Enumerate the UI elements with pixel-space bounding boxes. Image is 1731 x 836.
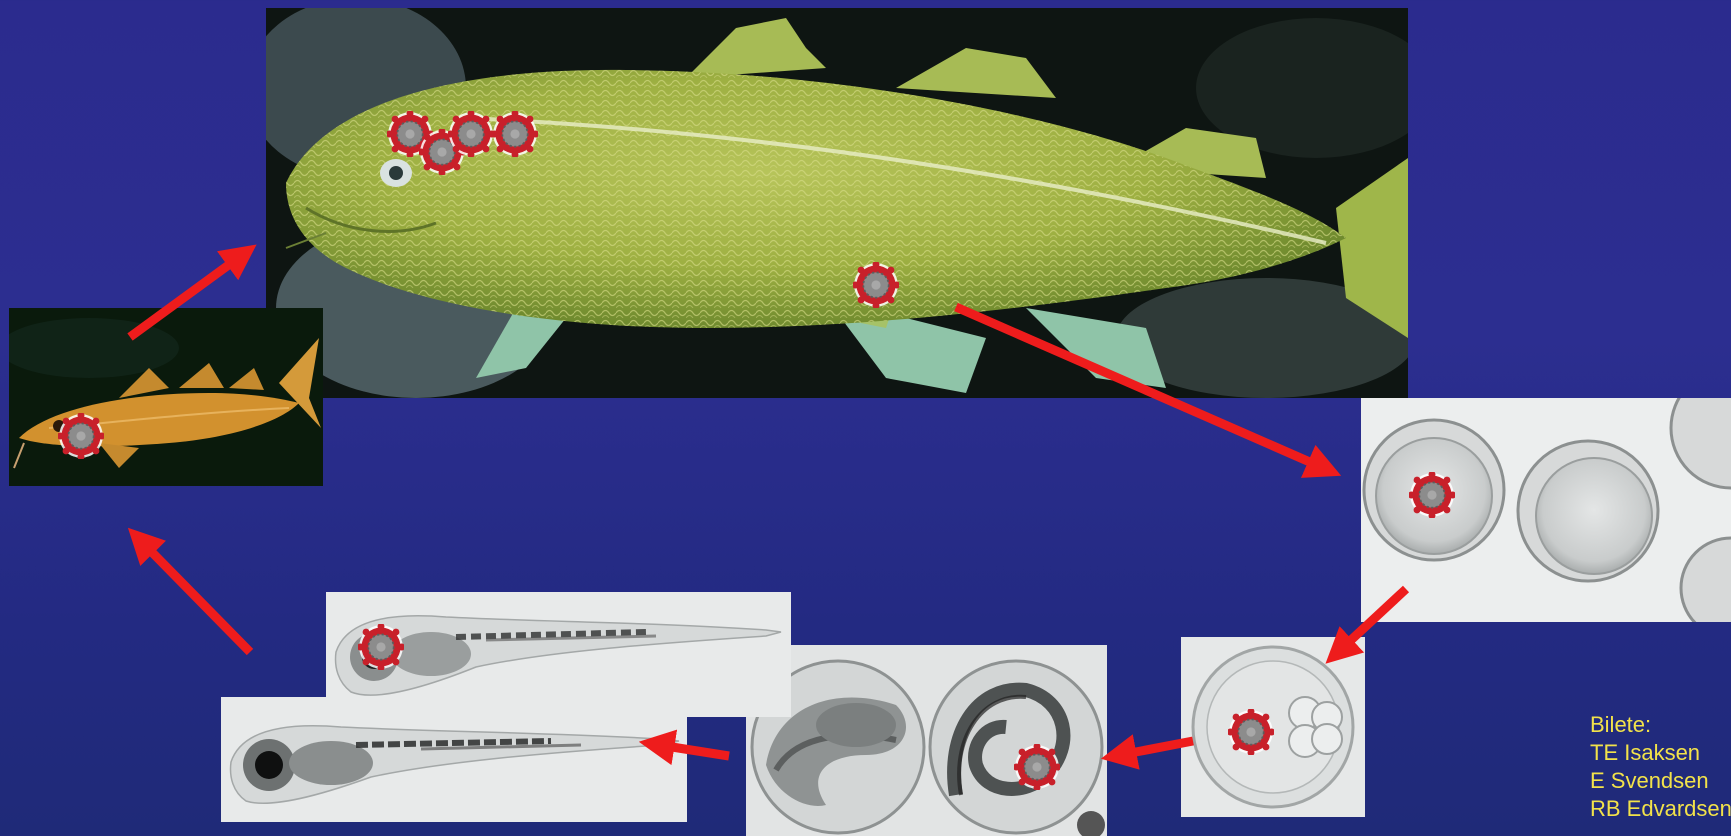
larva-lower-photo: [221, 697, 687, 822]
credit-line: TE Isaksen: [1590, 739, 1731, 767]
adult-cod-photo: [266, 8, 1408, 398]
juvenile-cod-photo: [9, 308, 323, 486]
credit-line: E Svendsen: [1590, 767, 1731, 795]
credits-heading: Bilete:: [1590, 711, 1731, 739]
fertilized-eggs-photo: [1361, 398, 1731, 622]
photo-credits: Bilete: TE Isaksen E Svendsen RB Edvards…: [1590, 711, 1731, 823]
arrow-larva-to-juvenile: [138, 538, 250, 652]
embryos-photo: [746, 645, 1107, 836]
cleaving-egg-photo: [1181, 637, 1365, 817]
credit-line: RB Edvardsen: [1590, 795, 1731, 823]
